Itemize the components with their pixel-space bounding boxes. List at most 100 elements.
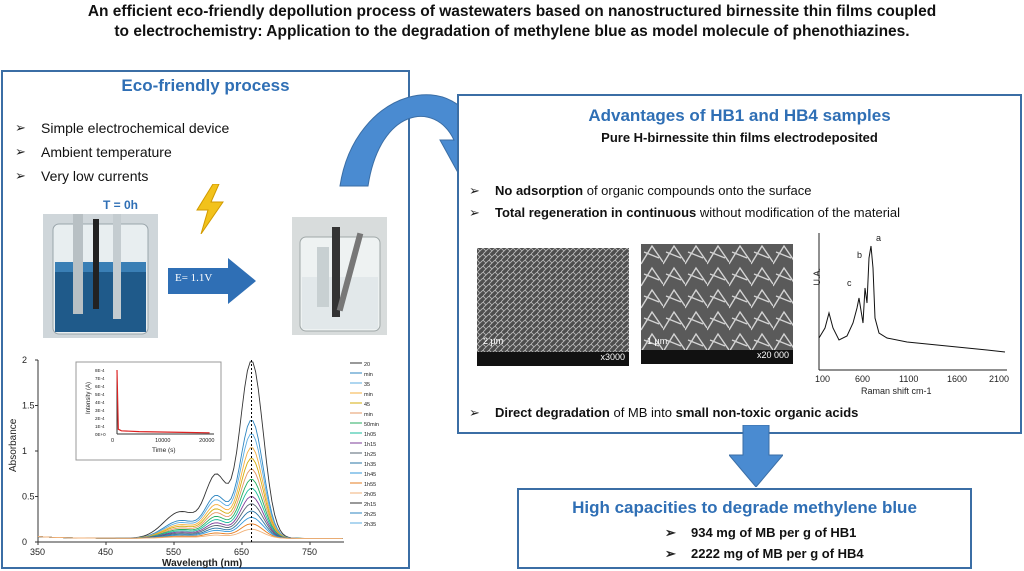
abs-ylabel: Absorbance [8,418,19,472]
abs-xtick-label: 650 [234,547,249,557]
abs-legend-entry: 1h15 [364,442,376,448]
down-flow-arrow [729,425,783,487]
bullet-no-adsorption-rest: of organic compounds onto the surface [583,183,812,198]
bullet-total-regeneration-bold: Total regeneration in continuous [495,205,697,220]
inset-ytick-label: 4E-4 [95,400,105,405]
time-label: T = 0h [103,198,139,212]
bullet-total-regeneration-rest: without modification of the material [696,205,901,220]
abs-ytick-label: 0 [22,537,27,547]
sem-micrograph-x3000: 2 µm x3000 [477,248,629,366]
inset-ytick-label: 8E-4 [95,368,105,373]
abs-legend-entry: min [364,372,373,378]
bullet-ambient-temperature: Ambient temperature [15,140,229,164]
process-bullets: Simple electrochemical device Ambient te… [15,116,229,188]
raman-xlabel: Raman shift cm-1 [861,386,932,396]
inset-current-line [116,369,210,434]
bullet-no-adsorption-bold: No adsorption [495,183,584,198]
bullet-total-regeneration: Total regeneration in continuous without… [469,202,900,224]
abs-ytick-label: 2 [22,355,27,365]
inset-ytick-label: 1E-4 [95,424,105,429]
inset-box [75,361,222,461]
abs-legend-entry: 35 [364,382,370,388]
bullet-direct-degradation-mid: of MB into [609,405,676,420]
lightning-bolt-icon [196,184,224,234]
raman-xtick-100: 100 [815,374,831,384]
advantages-bullets: No adsorption of organic compounds onto … [469,180,900,224]
advantages-subheading: Pure H-birnessite thin films electrodepo… [601,130,878,145]
inset-ylabel: Intensity (A) [86,382,92,414]
abs-ytick-label: 1 [22,446,27,456]
eco-process-heading: Eco-friendly process [121,76,290,95]
inset-xtick-label: 10000 [155,438,170,444]
voltage-arrow [168,258,256,304]
abs-ytick-label: 1.5 [22,401,35,411]
inset-ytick-label: 0E+0 [95,432,106,437]
bullet-direct-degradation: Direct degradation of MB into small non-… [469,402,858,424]
inset-ytick-label: 3E-4 [95,408,105,413]
bullet-low-currents: Very low currents [15,164,229,188]
inset-xtick-label: 20000 [199,438,214,444]
sem1-magnification: x3000 [600,352,625,362]
raman-xtick-600: 600 [855,374,871,384]
inset-xtick-label: 0 [111,438,114,444]
voltage-label: E= 1.1V [175,272,213,284]
abs-series-line [37,496,343,539]
raman-peak-b: b [857,250,863,260]
raman-xtick-2100: 2100 [989,374,1010,384]
inset-ytick-label: 7E-4 [95,376,105,381]
abs-legend-entry: 1h05 [364,432,376,438]
advantages-panel: Advantages of HB1 and HB4 samples Pure H… [457,94,1022,434]
raman-spectrum [818,233,1007,371]
abs-legend-entry: 45 [364,402,370,408]
abs-xtick-label: 450 [98,547,113,557]
raman-xtick-1100: 1100 [899,374,919,384]
abs-xtick-label: 350 [30,547,45,557]
sem2-scale: 1 µm [647,336,668,346]
inset-xlabel: Time (s) [152,447,176,454]
bullet-direct-degradation-bold2: small non-toxic organic acids [675,405,859,420]
inset-ytick-label: 2E-4 [95,416,105,421]
abs-series-line [37,458,343,539]
abs-legend-entry: 20 [364,362,370,368]
degradation-bullet-list: Direct degradation of MB into small non-… [469,402,858,424]
sem-micrograph-x20000: 1 µm x20 000 [641,244,793,364]
inset-ytick-label: 5E-4 [95,392,105,397]
abs-xlabel: Wavelength (nm) [162,558,242,568]
title-line-1: An efficient eco-friendly depollution pr… [87,3,937,20]
raman-peak-a: a [876,233,882,243]
sem1-scale: 2 µm [483,336,504,346]
capacity-hb4: 2222 mg of MB per g of HB4 [665,543,864,564]
eco-friendly-process-panel: Eco-friendly process Simple electrochemi… [1,70,410,569]
abs-legend-entry: 50min [364,422,379,428]
abs-legend-entry: min [364,412,373,418]
abs-series-line [37,469,343,539]
abs-legend-entry: 2h05 [364,492,376,498]
title-line-2: to electrochemistry: Application to the … [114,23,910,40]
abs-xtick-label: 550 [166,547,181,557]
abs-series-line [37,479,343,539]
blue-solution-beaker-photo [43,214,158,338]
abs-legend-entry: 1h25 [364,452,376,458]
sem-texture-fine [477,248,629,366]
abs-legend-entry: 2h15 [364,502,376,508]
advantages-heading: Advantages of HB1 and HB4 samples [588,106,891,125]
abs-legend-entry: 2h25 [364,512,376,518]
figure-title: An efficient eco-friendly depollution pr… [10,2,1014,42]
capacities-heading: High capacities to degrade methylene blu… [572,498,917,517]
clear-solution-beaker-photo [292,217,387,335]
abs-legend-entry: min [364,392,373,398]
sem-texture-coarse [641,244,793,364]
abs-legend-entry: 1h35 [364,462,376,468]
abs-series-line [37,447,343,539]
abs-series-line [37,528,343,539]
inset-ytick-label: 6E-4 [95,384,105,389]
sem2-magnification: x20 000 [756,350,789,360]
bullet-simple-device: Simple electrochemical device [15,116,229,140]
abs-series-line [37,488,343,539]
abs-xtick-label: 750 [302,547,317,557]
abs-legend-entry: 1h45 [364,472,376,478]
abs-legend-entry: 1h55 [364,482,376,488]
raman-xtick-1600: 1600 [947,374,968,384]
capacities-list: 934 mg of MB per g of HB1 2222 mg of MB … [665,522,864,564]
abs-ytick-label: 0.5 [22,492,35,502]
